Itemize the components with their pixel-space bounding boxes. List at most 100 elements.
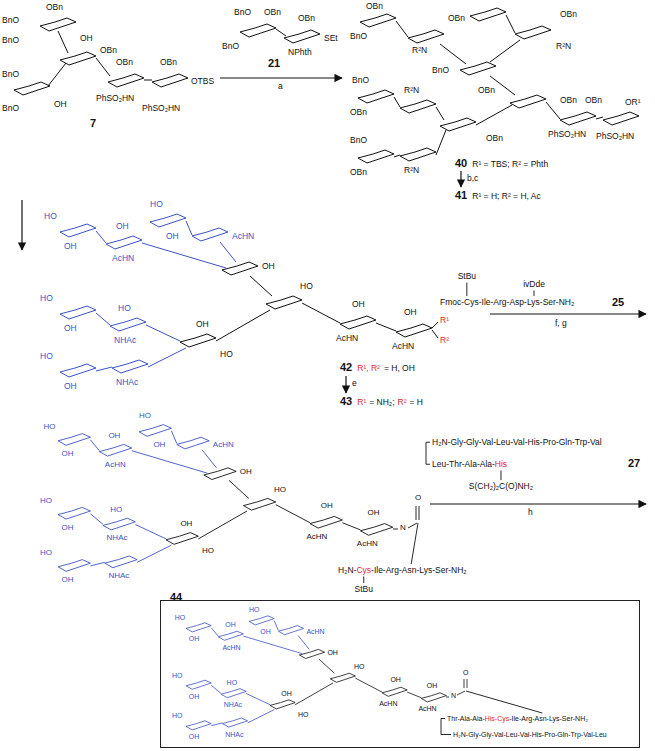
chem-label: HO — [44, 423, 56, 431]
sugar-ring — [270, 700, 295, 709]
peptide-sequence: H₂N-Gly-Gly-Val-Leu-Val-His-Pro-Gln-Trp-… — [432, 438, 602, 447]
chem-label: OH — [189, 635, 200, 642]
protecting-group: StBu — [355, 585, 373, 594]
chem-label: NHAc — [107, 534, 128, 542]
chem-label: PhSO₂HN — [142, 104, 180, 113]
chem-label: NHAc — [116, 378, 138, 387]
bond — [171, 431, 176, 444]
sugar-ring — [266, 296, 302, 309]
chem-label: N — [451, 692, 456, 699]
chem-label: OH — [54, 100, 67, 109]
chem-label: R¹ — [440, 316, 449, 325]
peptide-sequence: Fmoc-Cys-Ile-Arg-Asp-Lys-Ser-NH₂ — [440, 298, 574, 307]
chem-label: BnO — [350, 32, 367, 41]
chem-label: AcHN — [112, 254, 134, 263]
bond — [250, 276, 272, 296]
chem-label: OH — [153, 441, 165, 449]
peptide-sequence: Thr-Ala-Ala- — [447, 715, 485, 722]
side-chain-link — [500, 471, 501, 481]
chem-label: OBn — [116, 58, 133, 67]
sugar-ring — [60, 364, 96, 377]
bond — [211, 685, 221, 693]
bond — [394, 155, 400, 157]
chem-label: OH — [64, 324, 77, 333]
bond — [202, 450, 216, 468]
bond — [457, 691, 465, 695]
sugar-ring — [240, 24, 276, 37]
bond — [198, 511, 247, 539]
bond — [342, 523, 360, 530]
chem-label: PhSO₂HN — [96, 94, 134, 103]
chem-label: OH — [262, 262, 275, 271]
compound-number: 41 — [455, 190, 467, 201]
bond — [419, 506, 420, 520]
chem-label: OH — [166, 232, 179, 241]
chem-label: O — [415, 494, 421, 502]
peptide-sequence: H₂N- — [338, 566, 356, 575]
sugar-ring — [112, 360, 148, 373]
thioester: S(CH₂)₂C(O)NH₂ — [469, 482, 533, 491]
chem-label: OH — [62, 450, 74, 458]
bond — [90, 562, 104, 566]
sugar-ring — [310, 516, 342, 528]
sugar-ring — [330, 673, 355, 682]
sugar-ring — [108, 74, 144, 87]
reaction-arrows — [22, 78, 646, 504]
bond — [394, 97, 400, 107]
bond — [408, 523, 417, 528]
reaction-arrow — [345, 376, 346, 393]
sugar-ring — [510, 95, 546, 108]
protecting-group: ivDde — [523, 280, 545, 289]
chem-label: BnO — [432, 66, 449, 75]
bond — [476, 105, 512, 125]
sugar-ring — [222, 718, 247, 727]
chem-label: NHAc — [225, 731, 243, 738]
sugar-ring — [358, 90, 394, 103]
chem-label: OH — [281, 690, 292, 697]
chem-label: HO — [220, 350, 233, 359]
chem-label: HO — [40, 497, 52, 505]
chem-label: NHAc — [114, 336, 136, 345]
bond — [246, 694, 270, 705]
sugar-ring — [177, 437, 209, 449]
chem-label: OH — [62, 576, 74, 584]
sugar-ring — [14, 82, 50, 95]
side-chain-link — [533, 291, 534, 297]
chem-label: R²N — [556, 42, 571, 51]
chem-label: HO — [150, 200, 163, 209]
product-box: Thr-Ala-Ala-His-Cys-Ile-Arg-Asn-Lys-Ser-… — [160, 600, 640, 748]
chem-label: NPhth — [288, 48, 312, 57]
chem-label: OBn — [46, 3, 63, 12]
amide-link — [466, 691, 542, 713]
sugar-ring — [110, 318, 146, 331]
chem-label: BnO — [2, 104, 19, 113]
chem-label: AcHN — [357, 540, 378, 548]
sugar-ring — [139, 425, 171, 437]
chem-label: OBn — [160, 58, 177, 67]
peptide-sequence: Cys — [356, 566, 371, 575]
compound-caption: R¹ = H; R² = H, Ac — [472, 192, 541, 201]
chem-label: HO — [40, 294, 53, 303]
bond — [440, 44, 466, 64]
chem-label: BnO — [234, 8, 251, 17]
sugar-ring — [106, 236, 142, 249]
chem-label: OBn — [350, 108, 367, 117]
sugar-ring — [186, 680, 211, 689]
sugar-ring — [60, 224, 96, 237]
chem-label: OR¹ — [625, 98, 641, 107]
chem-label: HO — [40, 549, 52, 557]
sugar-ring — [192, 228, 228, 241]
sugar-ring — [105, 556, 137, 568]
bond — [96, 313, 110, 325]
chem-label: HO — [249, 606, 260, 613]
chem-label: O — [463, 669, 468, 676]
chem-label: OH — [225, 621, 236, 628]
protecting-group: StBu — [458, 272, 476, 281]
bond — [416, 506, 417, 520]
bond — [302, 303, 340, 323]
bond — [211, 628, 218, 636]
bond — [276, 29, 286, 36]
sugar-ring — [603, 112, 639, 125]
sugar-ring — [186, 623, 211, 632]
